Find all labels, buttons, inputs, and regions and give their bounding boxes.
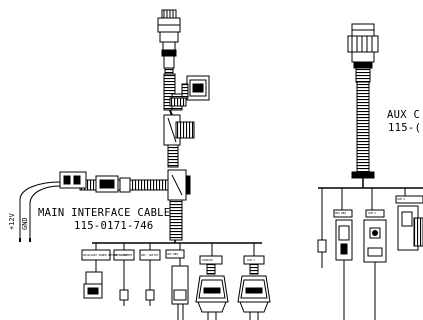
main-harness — [19, 9, 271, 320]
aux-harness — [317, 23, 423, 320]
aux-circular-connector — [347, 23, 379, 83]
aux-com4-connector — [397, 205, 423, 251]
aux-com3-connector — [363, 219, 387, 320]
dec-switch-lead — [119, 262, 129, 306]
aux-cable-part-number: 115-( — [388, 122, 421, 134]
tag-inc-switch: INC. SWITCH — [141, 253, 159, 257]
relay-box — [181, 75, 210, 101]
aux-db9-connector — [335, 219, 353, 320]
tag-com1: COM 1 — [247, 258, 255, 262]
power-leads — [19, 181, 61, 242]
main-circular-connector — [157, 9, 181, 75]
inc-switch-lead — [145, 262, 155, 306]
tag-dec-switch: DEC. SWITCH — [115, 253, 133, 257]
tag-aux-power-output: AUXILIARY POWER OUTPUT SWITCH — [83, 253, 129, 257]
tag-gps-db9: GPS DB9 — [167, 252, 178, 256]
tag-aux-com4: COM 4 — [397, 197, 405, 201]
gps-db9-connector — [171, 258, 189, 320]
main-cable-name: MAIN INTERFACE CABLE — [38, 207, 170, 219]
tag-aux-com3: COM 3 — [368, 211, 376, 215]
tag-console: CONSOLE — [202, 258, 213, 262]
inline-module — [163, 114, 195, 146]
com1-db9-connector — [237, 263, 271, 320]
aux-cable-name: AUX C — [387, 109, 420, 121]
ground-lead-label: GND — [21, 217, 29, 230]
tag-aux-gps-db9: GPS DB9 — [335, 211, 346, 215]
positive-lead-label: +12V — [8, 212, 16, 230]
console-db9-connector — [195, 263, 229, 320]
main-cable-part-number: 115-0171-746 — [74, 220, 153, 232]
aux-power-plug — [83, 262, 103, 299]
left-branch-connectors — [59, 171, 131, 193]
